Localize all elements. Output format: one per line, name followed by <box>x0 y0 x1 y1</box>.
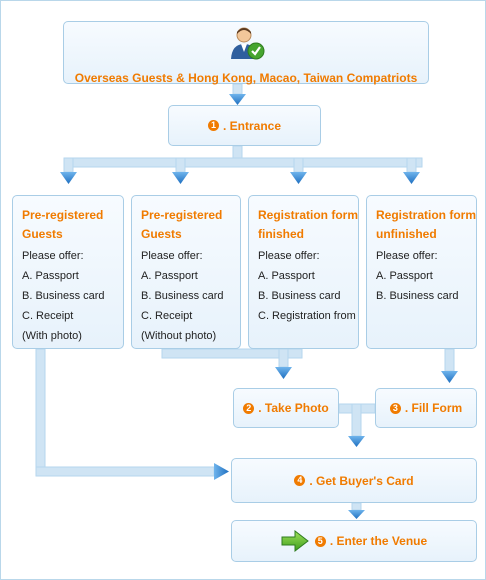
requirement-item: A. Passport <box>258 270 315 282</box>
category-pre-registered-without-photo: Pre-registered Guests Please offer: A. P… <box>131 195 241 349</box>
step-number: 1 <box>207 120 219 131</box>
requirement-item: B. Business card <box>258 290 341 302</box>
category-title: Registration form unfinished <box>376 208 477 241</box>
get-card-label: . Get Buyer's Card <box>309 473 414 488</box>
arrow-col1-to-card <box>214 463 229 480</box>
user-check-icon <box>231 27 265 60</box>
requirement-item: B. Business card <box>376 290 459 302</box>
category-intro: Please offer: <box>22 250 84 262</box>
step-number: 4 <box>294 475 306 486</box>
requirement-item: (Without photo) <box>141 330 217 342</box>
requirement-item: A. Passport <box>141 270 198 282</box>
requirement-item: C. Registration from <box>258 310 356 322</box>
requirement-item: B. Business card <box>22 290 105 302</box>
take-photo-label: . Take Photo <box>258 401 329 415</box>
entrance-label: . Entrance <box>222 118 282 133</box>
step-number: 2 <box>243 402 255 414</box>
category-intro: Please offer: <box>376 250 438 262</box>
category-intro: Please offer: <box>258 250 320 262</box>
fill-form-step: 3 . Fill Form <box>375 388 477 428</box>
requirement-item: (With photo) <box>22 330 82 342</box>
category-title: Pre-registered Guests <box>22 208 104 241</box>
requirement-item: C. Receipt <box>141 310 193 322</box>
green-arrow-icon <box>281 530 309 552</box>
category-pre-registered-with-photo: Pre-registered Guests Please offer: A. P… <box>12 195 124 349</box>
fill-form-label: . Fill Form <box>404 401 463 415</box>
step-number: 5 <box>314 535 326 547</box>
entrance-step: 1 . Entrance <box>168 105 321 146</box>
category-form-unfinished: Registration form unfinished Please offe… <box>366 195 477 349</box>
arrow-to-venue <box>348 510 365 519</box>
step-number: 3 <box>389 402 401 414</box>
arrow-to-col2 <box>172 172 189 184</box>
arrow-to-entrance <box>229 94 246 105</box>
requirement-item: A. Passport <box>22 270 79 282</box>
arrow-to-col3 <box>290 172 307 184</box>
requirement-item: A. Passport <box>376 270 433 282</box>
get-card-step: 4 . Get Buyer's Card <box>231 458 477 503</box>
arrow-to-col1 <box>60 172 77 184</box>
header-title: Overseas Guests & Hong Kong, Macao, Taiw… <box>74 71 418 85</box>
category-intro: Please offer: <box>141 250 203 262</box>
arrow-to-fill-form <box>441 371 458 383</box>
arrow-to-get-card <box>348 436 365 447</box>
arrow-to-col4 <box>403 172 420 184</box>
requirement-item: B. Business card <box>141 290 224 302</box>
category-form-finished: Registration form finished Please offer:… <box>248 195 359 349</box>
enter-venue-label: . Enter the Venue <box>329 534 428 548</box>
arrow-to-take-photo <box>275 367 292 379</box>
category-title: Pre-registered Guests <box>141 208 223 241</box>
enter-venue-step: 5 . Enter the Venue <box>231 520 477 562</box>
take-photo-step: 2 . Take Photo <box>233 388 339 428</box>
category-title: Registration form finished <box>258 208 359 241</box>
requirement-item: C. Receipt <box>22 310 74 322</box>
